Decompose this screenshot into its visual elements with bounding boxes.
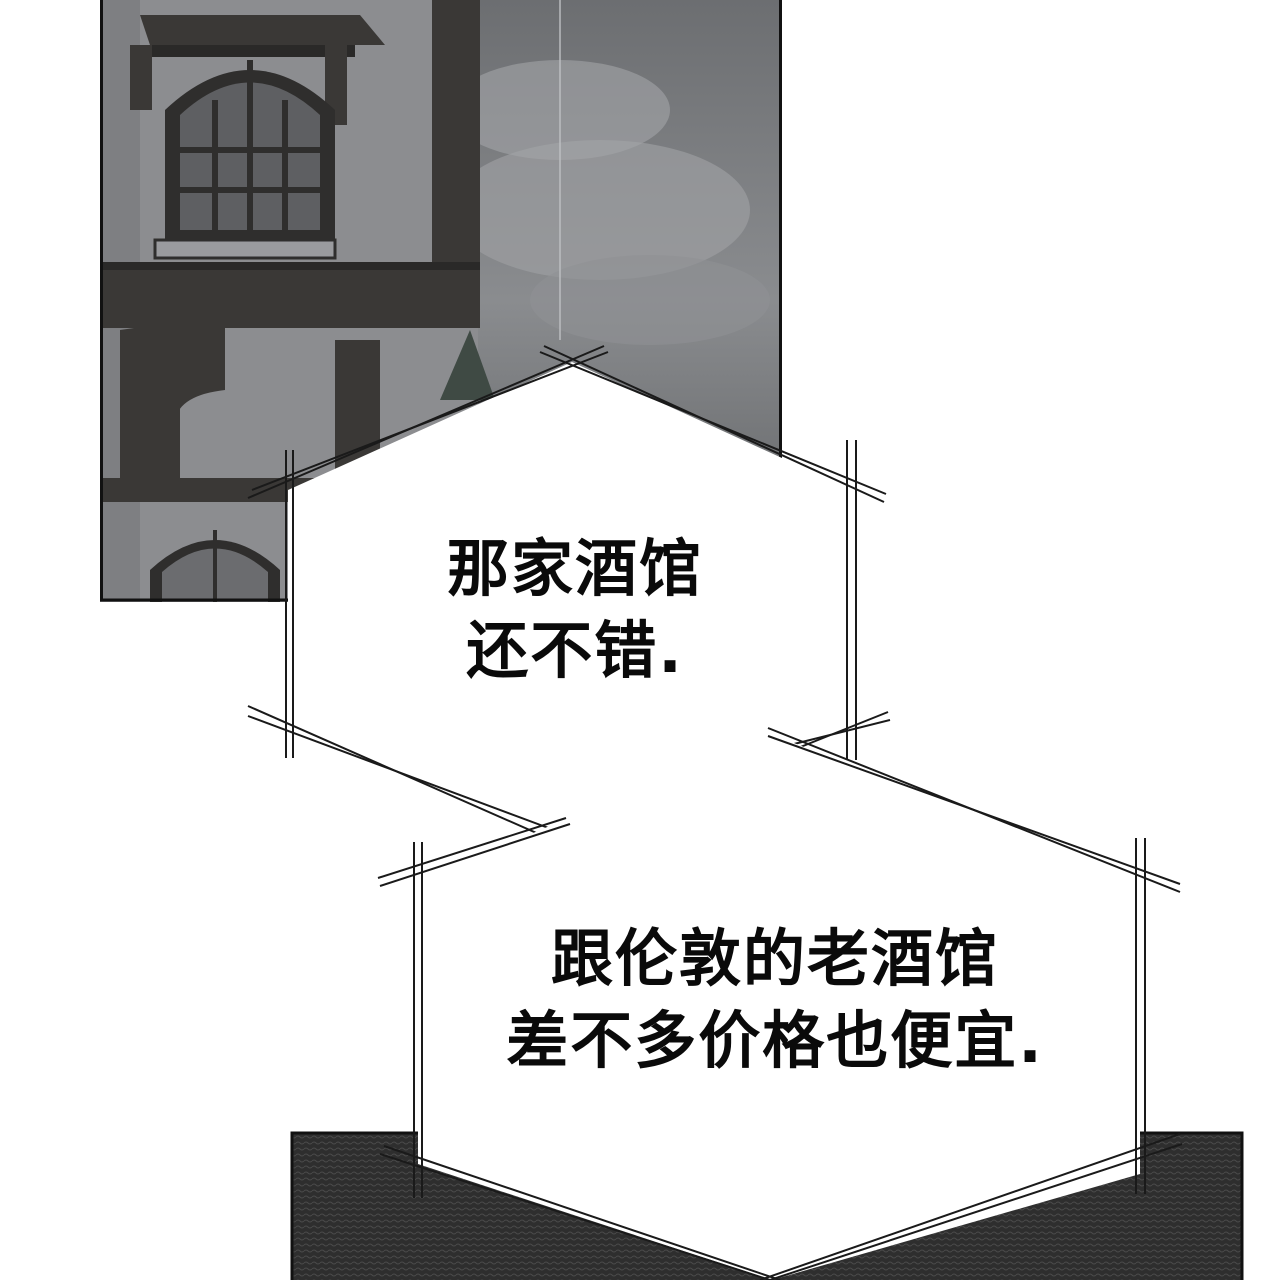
building-panel [100, 0, 782, 602]
speech-bubble-top [247, 345, 891, 870]
speech-text-bottom-line1: 跟伦敦的老酒馆 [550, 922, 999, 995]
speech-text-bottom: 跟伦敦的老酒馆 差不多价格也便宜. [410, 918, 1140, 1082]
speech-text-top: 那家酒馆 还不错. [320, 528, 830, 692]
speech-bubble-bottom [377, 727, 1183, 1280]
speech-text-top-line2: 还不错. [466, 614, 684, 687]
speech-text-bottom-line2: 差不多价格也便宜. [506, 1004, 1044, 1077]
speech-text-top-line1: 那家酒馆 [446, 532, 703, 605]
